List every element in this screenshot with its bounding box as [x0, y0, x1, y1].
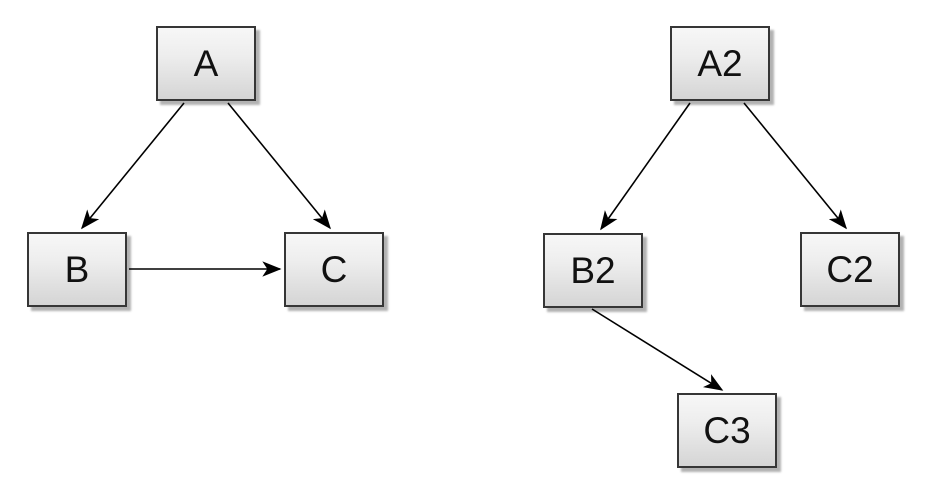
edge-A2-B2[interactable] [600, 102, 691, 231]
edge-B2-C3[interactable] [591, 308, 724, 391]
node-C-label: C [320, 249, 348, 290]
edge-A2-C2[interactable] [743, 102, 847, 230]
node-B2-label: B2 [570, 250, 616, 291]
node-A[interactable]: A [156, 26, 256, 101]
node-C3[interactable]: C3 [677, 393, 777, 468]
node-A-label: A [193, 43, 219, 84]
node-C[interactable]: C [284, 232, 384, 307]
edge-A-B[interactable] [81, 102, 185, 230]
edge-A-C[interactable] [227, 102, 331, 230]
node-B-label: B [64, 249, 90, 290]
node-A2-label: A2 [697, 43, 743, 84]
node-C3-label: C3 [703, 410, 751, 451]
node-B[interactable]: B [27, 232, 127, 307]
node-C2-label: C2 [826, 249, 874, 290]
node-C2[interactable]: C2 [800, 232, 900, 307]
node-B2[interactable]: B2 [543, 233, 643, 308]
node-A2[interactable]: A2 [670, 26, 770, 101]
